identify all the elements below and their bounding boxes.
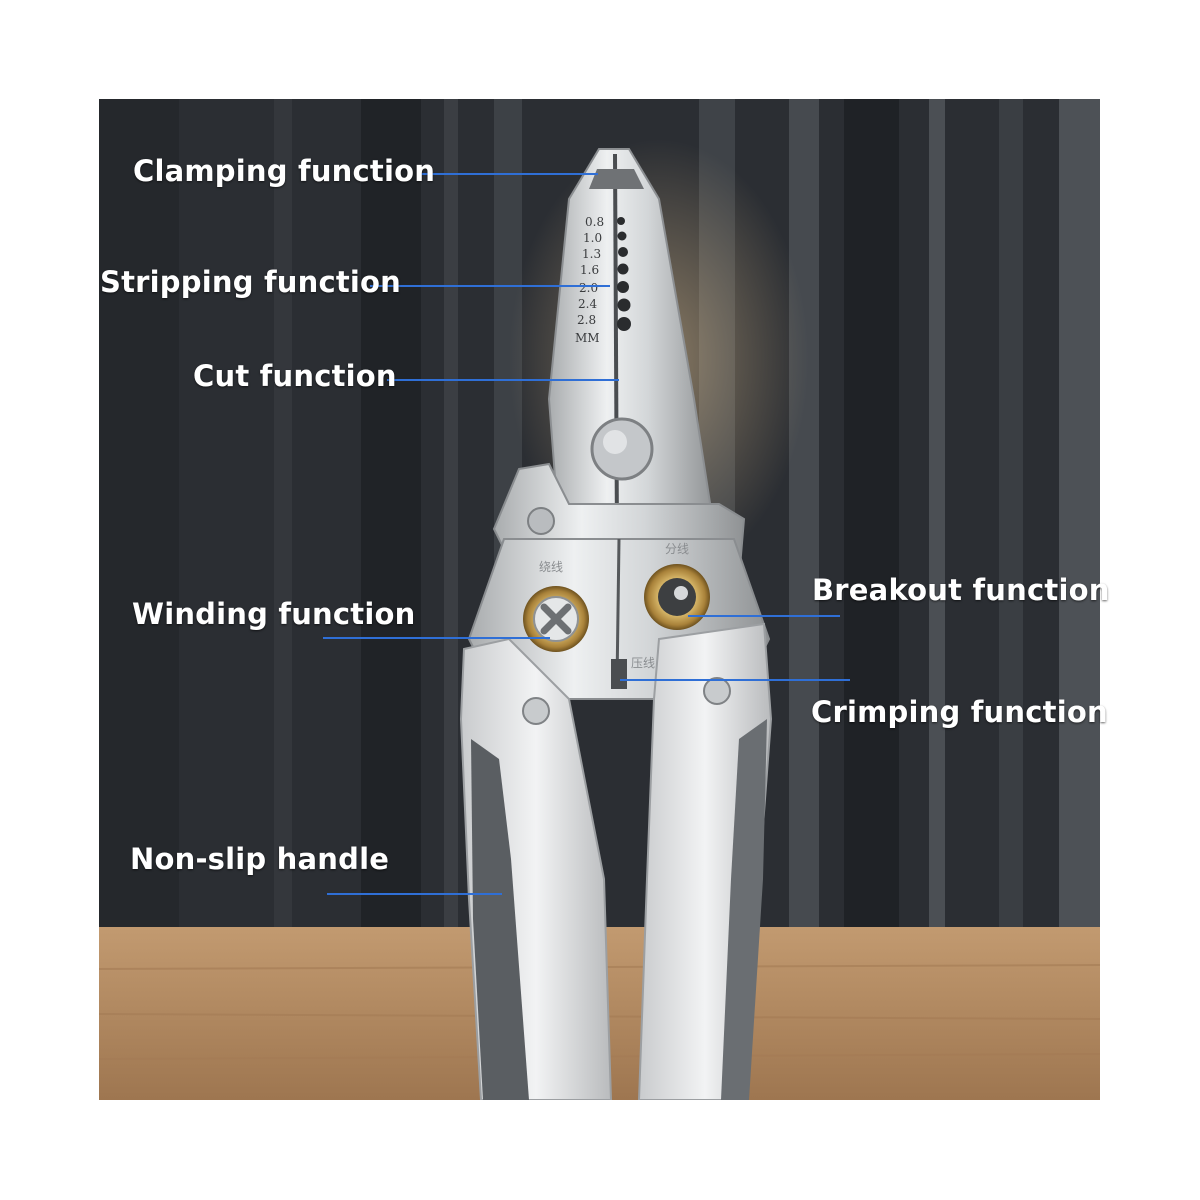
clamping-function-label: Clamping function (133, 154, 436, 188)
jaw-mark-crimp: 压线 (631, 656, 655, 670)
gauge-size-6: 2.8 (577, 313, 596, 327)
crimping-function-label: Crimping function (811, 695, 1108, 729)
small-rivet (527, 507, 555, 535)
product-photo: 0.8 1.0 1.3 1.6 2.0 2.4 2.8 MM 绕线 (99, 99, 1100, 1100)
clamping-callout-line (420, 173, 598, 175)
jaw-mark-left: 绕线 (539, 560, 563, 574)
cut-callout-line (387, 379, 619, 381)
gauge-size-5: 2.4 (578, 297, 597, 311)
handle-callout-line (327, 893, 502, 895)
gauge-unit: MM (575, 331, 600, 345)
crimping-callout-line (620, 679, 850, 681)
clamping-tip (589, 169, 644, 189)
crimping-notch (611, 659, 627, 689)
winding-callout-line (323, 637, 550, 639)
cut-function-label: Cut function (193, 359, 397, 393)
gauge-labels: 0.8 1.0 1.3 1.6 2.0 2.4 2.8 MM (575, 215, 604, 345)
jaw-center-gap (613, 153, 619, 540)
winding-function-label: Winding function (132, 597, 416, 631)
jaw-mark-right: 分线 (665, 542, 689, 556)
gauge-size-0: 0.8 (585, 215, 604, 229)
breakout-callout-line (688, 615, 840, 617)
breakout-function-label: Breakout function (812, 573, 1110, 607)
gauge-size-3: 1.6 (580, 263, 599, 277)
gauge-size-1: 1.0 (583, 231, 602, 245)
stripping-function-label: Stripping function (100, 265, 402, 299)
right-handle-grip (721, 719, 767, 1100)
left-handle-grip (471, 739, 529, 1100)
stripping-callout-line (370, 285, 610, 287)
non-slip-handle-label: Non-slip handle (130, 842, 390, 876)
jaw-markings: 绕线 分线 压线 (539, 542, 689, 670)
gauge-size-4: 2.0 (579, 281, 598, 295)
stripping-holes (617, 217, 631, 331)
gauge-size-2: 1.3 (582, 247, 601, 261)
